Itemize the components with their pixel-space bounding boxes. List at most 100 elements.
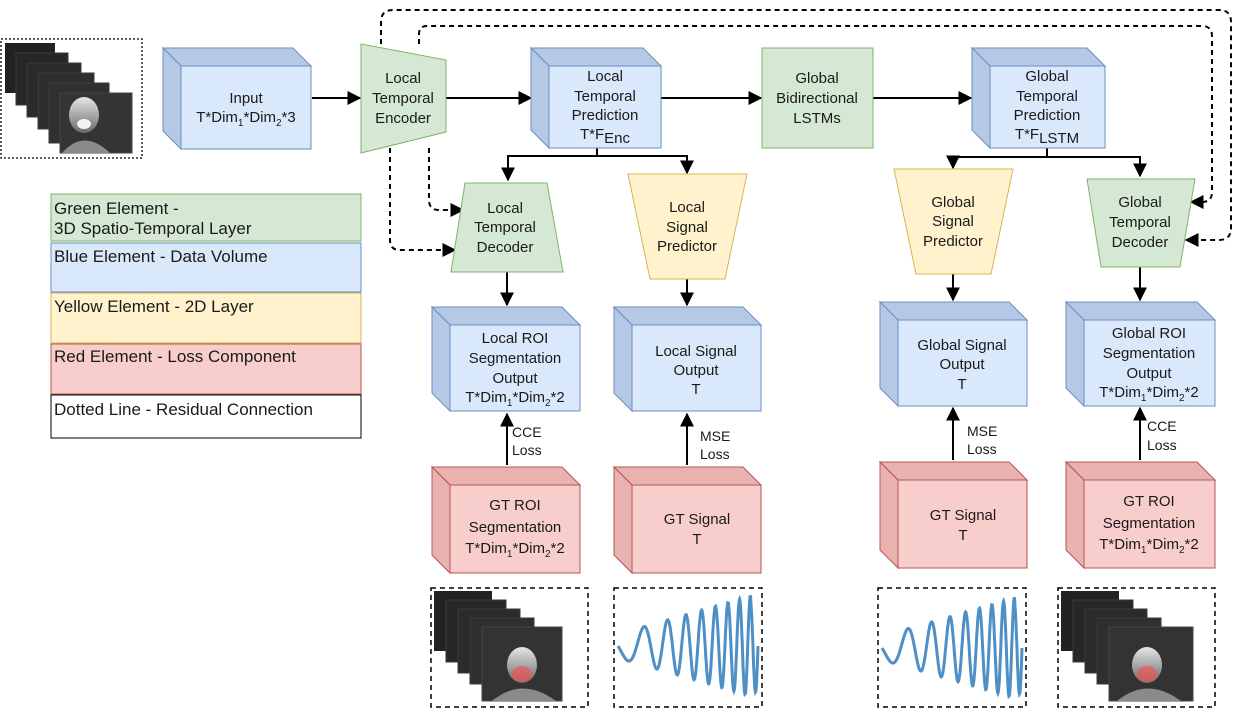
global-signal-predictor-line1: Global (931, 194, 974, 211)
gt-roi-local-line2: Segmentation (469, 519, 562, 536)
local-roi-output-line1: Local ROI (482, 330, 549, 347)
local-roi-output-line3: Output (492, 370, 538, 387)
legend-blue-text: Blue Element - Data Volume (54, 247, 268, 266)
global-roi-output-line3: Output (1126, 365, 1172, 382)
global-decoder-line2: Temporal (1109, 214, 1171, 231)
global-decoder-line3: Decoder (1112, 234, 1169, 251)
cce-loss-global-line2: Loss (1147, 437, 1177, 453)
local-decoder-line1: Local (487, 200, 523, 217)
legend-red-text: Red Element - Loss Component (54, 347, 296, 366)
local-decoder-line2: Temporal (474, 219, 536, 236)
global-roi-output-shape: T*Dim1*Dim2*2 (1099, 384, 1198, 404)
local-encoder-line2: Temporal (372, 90, 434, 107)
mse-loss-global-line1: MSE (967, 423, 997, 439)
global-signal-output-line1: Global Signal (917, 337, 1006, 354)
local-temporal-prediction: Local Temporal Prediction T*FEnc (529, 46, 663, 150)
legend-green-line2: 3D Spatio-Temporal Layer (54, 219, 252, 238)
global-signal-predictor: Global Signal Predictor (893, 168, 1014, 275)
local-signal-predictor-line3: Predictor (657, 238, 717, 255)
local-signal-predictor-line1: Local (669, 199, 705, 216)
gt-roi-global-shape: T*Dim1*Dim2*2 (1099, 536, 1198, 556)
cce-loss-global-line1: CCE (1147, 418, 1177, 434)
local-prediction-line2: Temporal (574, 88, 636, 105)
global-signal-waveform (880, 596, 1024, 700)
gt-roi-global-line2: Segmentation (1103, 515, 1196, 532)
gt-signal-local-line1: GT Signal (664, 511, 730, 528)
global-decoder-line1: Global (1118, 194, 1161, 211)
global-bidirectional-lstms: Global Bidirectional LSTMs (761, 47, 874, 149)
gt-signal-global-line2: T (958, 527, 967, 544)
legend-yellow (50, 292, 362, 344)
global-signal-predictor-line2: Signal (932, 213, 974, 230)
global-roi-output-line1: Global ROI (1112, 325, 1186, 342)
local-temporal-encoder: Local Temporal Encoder (360, 43, 447, 154)
local-signal-output-line2: Output (673, 362, 719, 379)
global-prediction-shape: T*FLSTM (1015, 126, 1079, 147)
global-lstm-line1: Global (795, 70, 838, 87)
local-encoder-line1: Local (385, 70, 421, 87)
mse-loss-local-line2: Loss (700, 446, 730, 462)
legend-red (50, 343, 362, 395)
global-prediction-line3: Prediction (1014, 107, 1081, 124)
local-roi-output-shape: T*Dim1*Dim2*2 (465, 389, 564, 409)
global-temporal-decoder: Global Temporal Decoder (1086, 178, 1196, 268)
local-signal-output-line3: T (691, 381, 700, 398)
global-prediction-line2: Temporal (1016, 88, 1078, 105)
mse-loss-local-line1: MSE (700, 428, 730, 444)
global-roi-segmentation-output: Global ROI Segmentation Output T*Dim1*Di… (1064, 300, 1217, 408)
gt-roi-local-line1: GT ROI (489, 497, 540, 514)
legend: Green Element - 3D Spatio-Temporal Layer… (50, 193, 362, 439)
global-signal-output-line3: T (957, 376, 966, 393)
mse-loss-global-line2: Loss (967, 441, 997, 457)
gt-roi-segmentation-local: GT ROI Segmentation T*Dim1*Dim2*2 (430, 465, 582, 575)
global-lstm-line3: LSTMs (793, 110, 841, 127)
gt-signal-local-line2: T (692, 531, 701, 548)
local-encoder-line3: Encoder (375, 110, 431, 127)
local-roi-output-line2: Segmentation (469, 350, 562, 367)
global-signal-thumbnail (877, 587, 1027, 708)
global-roi-output-line2: Segmentation (1103, 345, 1196, 362)
loss-labels: CCE Loss MSE Loss MSE Loss CCE Loss (512, 418, 1177, 462)
local-roi-frames-thumbnail (430, 587, 589, 708)
legend-dotted (50, 394, 362, 439)
global-prediction-line1: Global (1025, 68, 1068, 85)
local-roi-segmentation-output: Local ROI Segmentation Output T*Dim1*Dim… (430, 305, 582, 413)
local-prediction-shape: T*FEnc (580, 126, 631, 147)
input-volume: Input T*Dim1*Dim2*3 (161, 46, 313, 151)
global-roi-frames-thumbnail (1057, 587, 1216, 708)
local-temporal-decoder: Local Temporal Decoder (450, 182, 564, 273)
global-signal-output-line2: Output (939, 356, 985, 373)
local-signal-predictor: Local Signal Predictor (627, 173, 748, 280)
cce-loss-local-line2: Loss (512, 442, 542, 458)
global-signal-output: Global Signal Output T (878, 300, 1029, 408)
gt-roi-local-shape: T*Dim1*Dim2*2 (465, 540, 564, 560)
legend-blue (50, 242, 362, 293)
solid-connections (312, 91, 1147, 465)
local-decoder-line3: Decoder (477, 239, 534, 256)
local-signal-predictor-line2: Signal (666, 219, 708, 236)
local-prediction-line1: Local (587, 68, 623, 85)
local-prediction-line3: Prediction (572, 107, 639, 124)
gt-roi-global-line1: GT ROI (1123, 493, 1174, 510)
gt-signal-local: GT Signal T (612, 465, 763, 575)
gt-signal-global: GT Signal T (878, 460, 1029, 570)
legend-green (50, 193, 362, 242)
input-frames-thumbnail (0, 38, 143, 159)
legend-dotted-text: Dotted Line - Residual Connection (54, 400, 313, 419)
cce-loss-local-line1: CCE (512, 424, 542, 440)
legend-green-line1: Green Element - (54, 199, 179, 218)
gt-signal-global-line1: GT Signal (930, 507, 996, 524)
legend-yellow-text: Yellow Element - 2D Layer (54, 297, 254, 316)
residual-connections (380, 9, 1232, 257)
local-signal-waveform (616, 594, 760, 698)
input-shape: T*Dim1*Dim2*3 (196, 109, 295, 129)
local-signal-thumbnail (613, 587, 763, 708)
global-signal-predictor-line3: Predictor (923, 233, 983, 250)
input-label: Input (229, 90, 263, 107)
global-temporal-prediction: Global Temporal Prediction T*FLSTM (970, 46, 1107, 150)
global-lstm-line2: Bidirectional (776, 90, 858, 107)
gt-roi-segmentation-global: GT ROI Segmentation T*Dim1*Dim2*2 (1064, 460, 1217, 570)
local-signal-output-line1: Local Signal (655, 343, 737, 360)
